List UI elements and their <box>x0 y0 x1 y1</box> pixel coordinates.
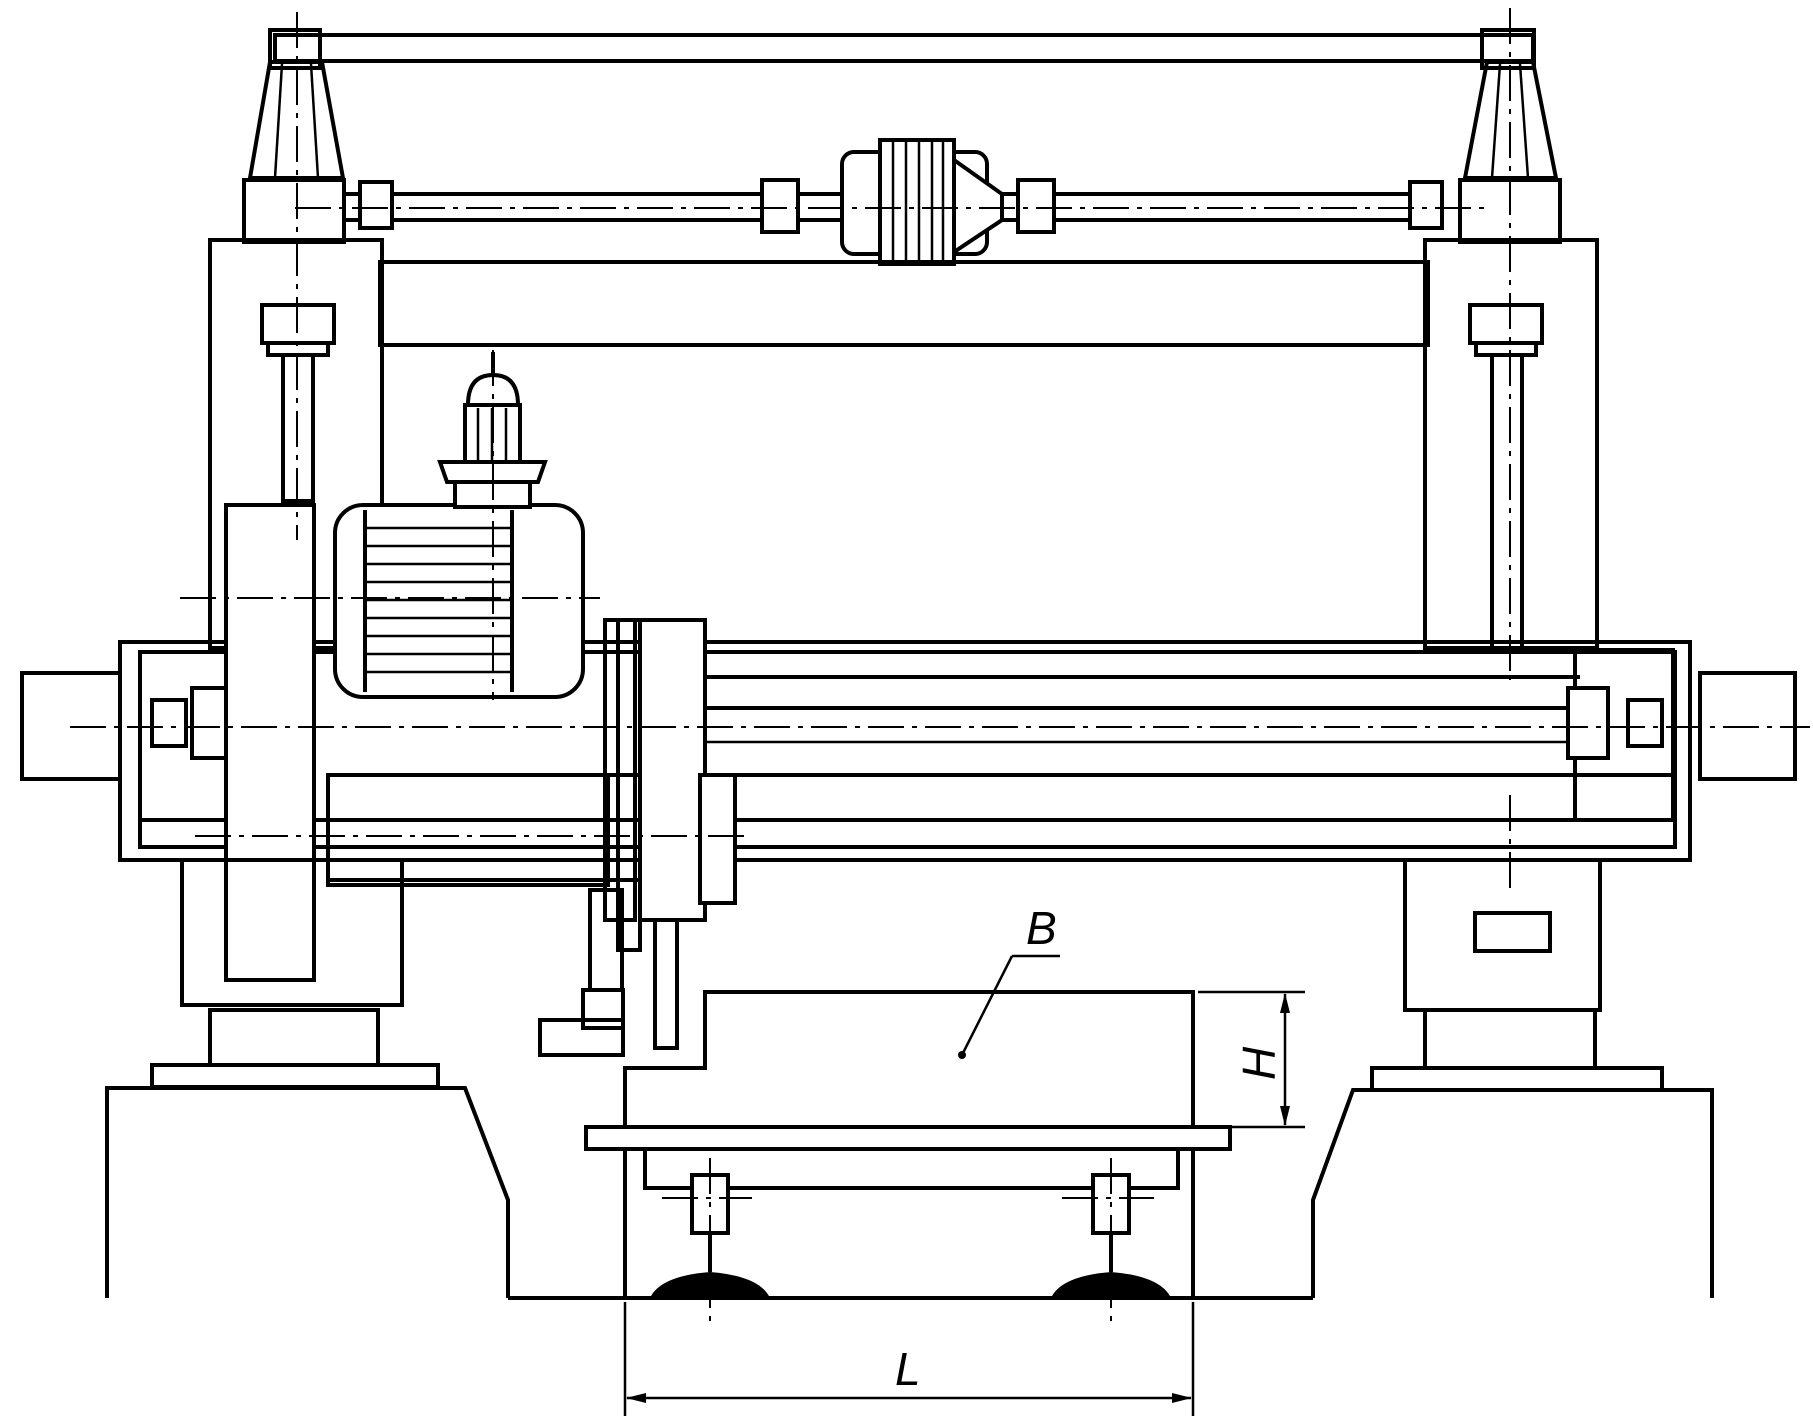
top-motor <box>840 138 1004 266</box>
vertical-slide <box>180 503 404 1007</box>
worktable <box>584 1125 1232 1190</box>
label-h: H <box>1233 1046 1285 1080</box>
upper-beam <box>378 260 1430 347</box>
equipment-box <box>1403 858 1602 1012</box>
cross-rail <box>118 640 1692 882</box>
dimension-l <box>623 1302 1195 1416</box>
label-b: B <box>1026 902 1057 954</box>
workpiece <box>623 990 1195 1298</box>
left-base <box>105 1008 510 1298</box>
support-jacks <box>650 1173 1171 1298</box>
top-crossbar <box>268 28 1536 70</box>
right-base <box>1311 1008 1714 1298</box>
spindle-carriage <box>326 618 737 1057</box>
center-lines <box>70 8 1810 1322</box>
label-l: L <box>895 1343 921 1395</box>
dimension-h <box>1198 990 1305 1129</box>
head-motor <box>333 352 585 699</box>
leader-b <box>958 954 1060 1059</box>
